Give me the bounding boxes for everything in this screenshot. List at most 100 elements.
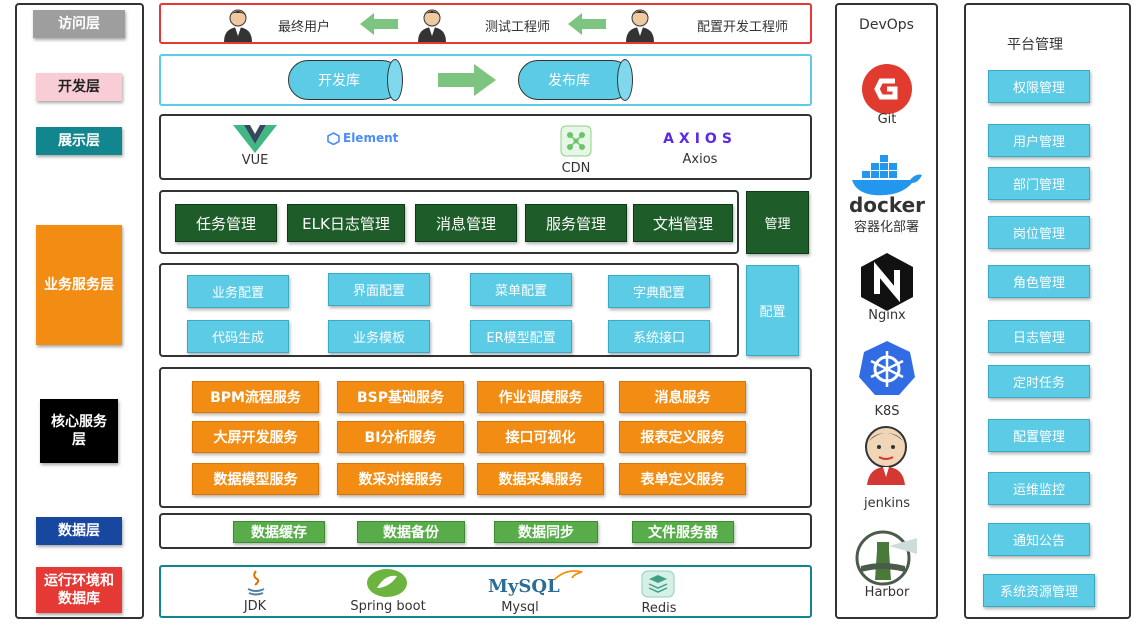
mgmt-task: 任务管理	[175, 204, 277, 242]
data-backup: 数据备份	[357, 521, 465, 543]
core-service-item: 数据采集服务	[477, 463, 604, 495]
config-codegen: 代码生成	[187, 320, 289, 353]
layer-core-label: 核心服务层	[51, 414, 107, 448]
core-service-item: 消息服务	[619, 381, 746, 413]
docker-logo: docker	[848, 193, 926, 217]
arrow-left-icon	[360, 13, 398, 35]
nginx-icon	[861, 253, 913, 311]
k8s-label: K8S	[874, 404, 900, 419]
mgmt-service: 服务管理	[525, 204, 627, 242]
config-system-api: 系统接口	[608, 320, 710, 353]
jdk-label: JDK	[243, 599, 267, 614]
devops-title: DevOps	[859, 17, 914, 33]
arrow-left-icon	[568, 13, 606, 35]
platform-item: 运维监控	[988, 472, 1090, 505]
nginx-label: Nginx	[868, 308, 906, 323]
platform-item: 配置管理	[988, 419, 1090, 452]
k8s-icon	[859, 341, 915, 395]
platform-item: 岗位管理	[988, 216, 1090, 249]
arrow-right-icon	[438, 64, 496, 96]
core-service-item: 接口可视化	[477, 421, 604, 453]
mgmt-message: 消息管理	[415, 204, 517, 242]
spring-icon	[367, 569, 407, 597]
user-avatar-icon	[626, 9, 654, 42]
harbor-icon	[855, 530, 917, 586]
cdn-label: CDN	[561, 161, 591, 176]
core-service-item: 报表定义服务	[619, 421, 746, 453]
layer-dev: 开发层	[36, 73, 122, 101]
layer-data: 数据层	[36, 517, 122, 545]
layer-runtime-label: 运行环境和数据库	[44, 573, 114, 607]
redis-icon	[641, 570, 675, 598]
redis-label: Redis	[641, 601, 677, 616]
access-row	[159, 3, 812, 44]
config-dictionary: 字典配置	[608, 275, 710, 308]
cdn-icon	[560, 125, 592, 157]
dolphin-icon	[553, 570, 583, 581]
core-service-item: 大屏开发服务	[192, 421, 319, 453]
platform-item: 通知公告	[988, 523, 1090, 556]
devops-column	[835, 3, 938, 619]
config-er-model: ER模型配置	[470, 320, 572, 353]
axios-label: Axios	[682, 152, 718, 167]
layer-core: 核心服务层	[40, 399, 118, 463]
element-label: Element	[343, 131, 399, 145]
jenkins-label: jenkins	[863, 496, 910, 511]
core-service-item: BSP基础服务	[337, 381, 464, 413]
jenkins-icon	[865, 426, 907, 485]
repo-release-label: 发布库	[548, 73, 590, 89]
platform-item: 定时任务	[988, 365, 1090, 398]
platform-title: 平台管理	[1007, 37, 1063, 53]
config-side-label: 配置	[746, 265, 799, 356]
vue-label: VUE	[241, 153, 269, 168]
platform-column	[964, 3, 1131, 619]
config-ui: 界面配置	[328, 273, 430, 306]
data-cache: 数据缓存	[233, 521, 325, 543]
element-logo: Element	[327, 131, 398, 145]
layer-business-label: 业务服务层	[44, 277, 114, 293]
core-service-item: 数采对接服务	[337, 463, 464, 495]
mgmt-elk-log: ELK日志管理	[287, 204, 405, 242]
user-avatar-icon	[224, 9, 252, 42]
core-service-item: 作业调度服务	[477, 381, 604, 413]
element-logo-icon	[327, 131, 340, 145]
axios-logo: AXIOS	[663, 131, 737, 147]
layer-runtime: 运行环境和数据库	[36, 567, 122, 613]
user-end-user: 最终用户	[278, 20, 331, 35]
layer-business: 业务服务层	[36, 225, 122, 345]
data-sync: 数据同步	[494, 521, 598, 543]
mysql-label: Mysql	[501, 600, 539, 615]
user-test-engineer: 测试工程师	[485, 20, 551, 35]
core-service-item: BPM流程服务	[192, 381, 319, 413]
core-service-item: BI分析服务	[337, 421, 464, 453]
platform-item: 部门管理	[988, 167, 1090, 200]
runtime-row	[159, 565, 812, 618]
docker-whale-icon	[852, 155, 922, 196]
user-config-engineer: 配置开发工程师	[697, 20, 789, 35]
platform-item: 角色管理	[988, 265, 1090, 298]
platform-item: 权限管理	[988, 70, 1090, 103]
mgmt-side-label: 管理	[746, 191, 809, 254]
spring-boot-label: Spring boot	[350, 599, 426, 614]
config-template: 业务模板	[328, 320, 430, 353]
repo-release: 发布库	[518, 59, 633, 101]
mgmt-document: 文档管理	[633, 204, 733, 242]
platform-item: 用户管理	[988, 124, 1090, 157]
mysql-logo: MySQL	[488, 576, 560, 597]
git-icon	[862, 64, 912, 114]
config-menu: 菜单配置	[470, 273, 572, 306]
platform-item: 日志管理	[988, 320, 1090, 353]
core-service-item: 数据模型服务	[192, 463, 319, 495]
java-icon	[247, 570, 265, 596]
docker-label: 容器化部署	[853, 220, 919, 235]
repo-dev-label: 开发库	[318, 73, 360, 89]
harbor-label: Harbor	[864, 585, 910, 600]
platform-item: 系统资源管理	[983, 574, 1095, 607]
git-label: Git	[877, 112, 897, 127]
config-business: 业务配置	[187, 275, 289, 308]
layer-display: 展示层	[36, 127, 122, 155]
user-avatar-icon	[418, 9, 446, 42]
file-server: 文件服务器	[632, 521, 734, 543]
dev-row	[159, 54, 812, 106]
vue-logo-icon	[233, 125, 277, 153]
